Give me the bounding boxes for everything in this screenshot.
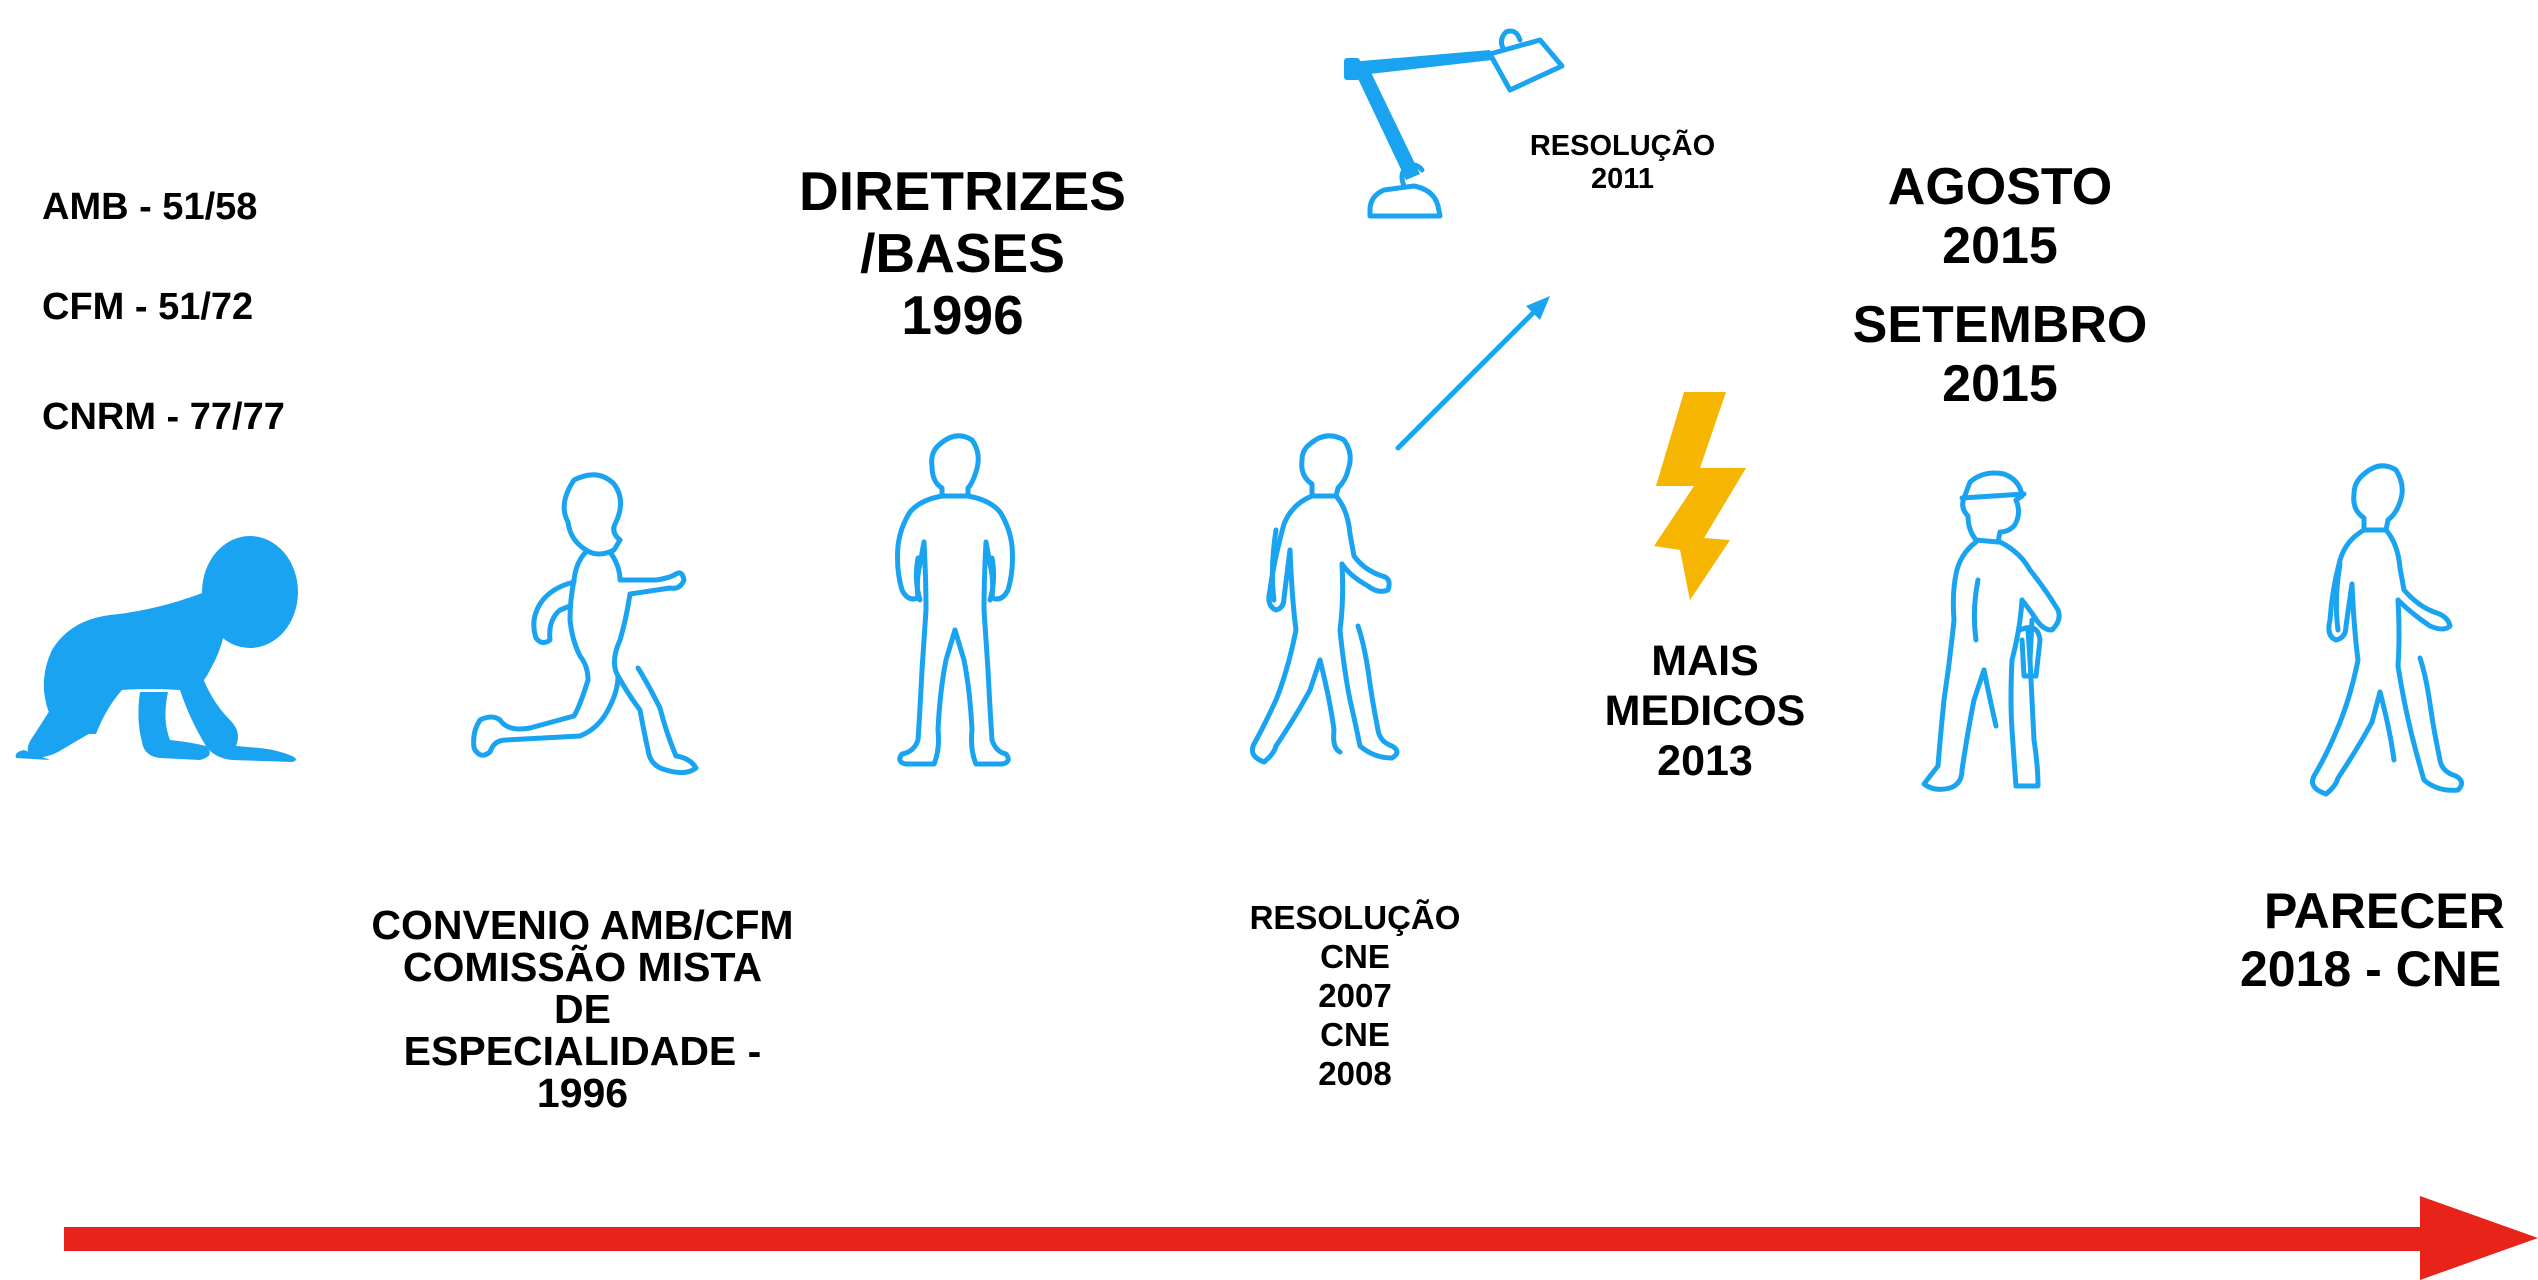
standing-teen-icon — [895, 433, 1015, 767]
resolucao-cne-line-1: RESOLUÇÃO — [1249, 899, 1461, 936]
convenio-line-1: CONVENIO AMB/CFM — [371, 902, 794, 948]
walking-adult-icon — [2310, 463, 2464, 797]
setembro-line-2: 2015 — [1942, 355, 2058, 413]
parecer-line-1: PARECER — [2264, 883, 2505, 939]
parecer-label: PARECER 2018 - CNE — [2240, 882, 2538, 998]
parecer-line-2: 2018 - CNE — [2240, 941, 2502, 997]
lightning-bolt-icon — [1654, 392, 1746, 600]
diretrizes-line-2: /BASES — [860, 222, 1065, 284]
diagonal-arrow-icon — [1395, 296, 1550, 451]
cfm-label: CFM - 51/72 — [42, 286, 254, 328]
desk-lamp-icon — [1344, 28, 1565, 219]
convenio-line-5: 1996 — [536, 1070, 629, 1116]
convenio-line-4: ESPECIALIDADE - — [403, 1028, 762, 1074]
crawling-baby-icon — [15, 536, 298, 762]
setembro-line-1: SETEMBRO — [1852, 296, 2148, 354]
convenio-label: CONVENIO AMB/CFM COMISSÃO MISTA DE ESPEC… — [340, 904, 825, 1114]
resolucao-2011-label: RESOLUÇÃO 2011 — [1500, 130, 1745, 196]
mais-medicos-line-1: MAIS — [1651, 637, 1759, 685]
agosto-label: AGOSTO 2015 — [1820, 158, 2180, 276]
convenio-line-2: COMISSÃO MISTA — [402, 944, 763, 990]
agosto-line-2: 2015 — [1942, 217, 2058, 275]
running-child-icon — [471, 472, 699, 776]
convenio-line-3: DE — [554, 986, 611, 1032]
timeline-arrow-icon — [64, 1196, 2538, 1280]
mais-medicos-line-3: 2013 — [1657, 737, 1753, 785]
diretrizes-line-1: DIRETRIZES — [799, 160, 1126, 222]
walking-young-adult-icon — [1249, 433, 1400, 765]
resolucao-cne-line-5: 2008 — [1318, 1055, 1392, 1092]
agosto-line-1: AGOSTO — [1887, 158, 2113, 216]
mais-medicos-label: MAIS MEDICOS 2013 — [1570, 636, 1840, 786]
resolucao-cne-label: RESOLUÇÃO CNE 2007 CNE 2008 — [1220, 898, 1490, 1093]
cnrm-label: CNRM - 77/77 — [42, 396, 285, 438]
worker-with-hammer-icon — [1921, 470, 2062, 792]
amb-label: AMB - 51/58 — [42, 186, 258, 228]
resolucao-cne-line-3: 2007 — [1318, 977, 1392, 1014]
resolucao-2011-line-2: 2011 — [1591, 163, 1654, 195]
diretrizes-line-3: 1996 — [901, 284, 1024, 346]
mais-medicos-line-2: MEDICOS — [1604, 687, 1806, 735]
resolucao-2011-line-1: RESOLUÇÃO — [1529, 130, 1716, 162]
resolucao-cne-line-4: CNE — [1320, 1016, 1390, 1053]
diretrizes-label: DIRETRIZES /BASES 1996 — [780, 160, 1145, 346]
setembro-label: SETEMBRO 2015 — [1820, 296, 2180, 414]
resolucao-cne-line-2: CNE — [1320, 938, 1390, 975]
